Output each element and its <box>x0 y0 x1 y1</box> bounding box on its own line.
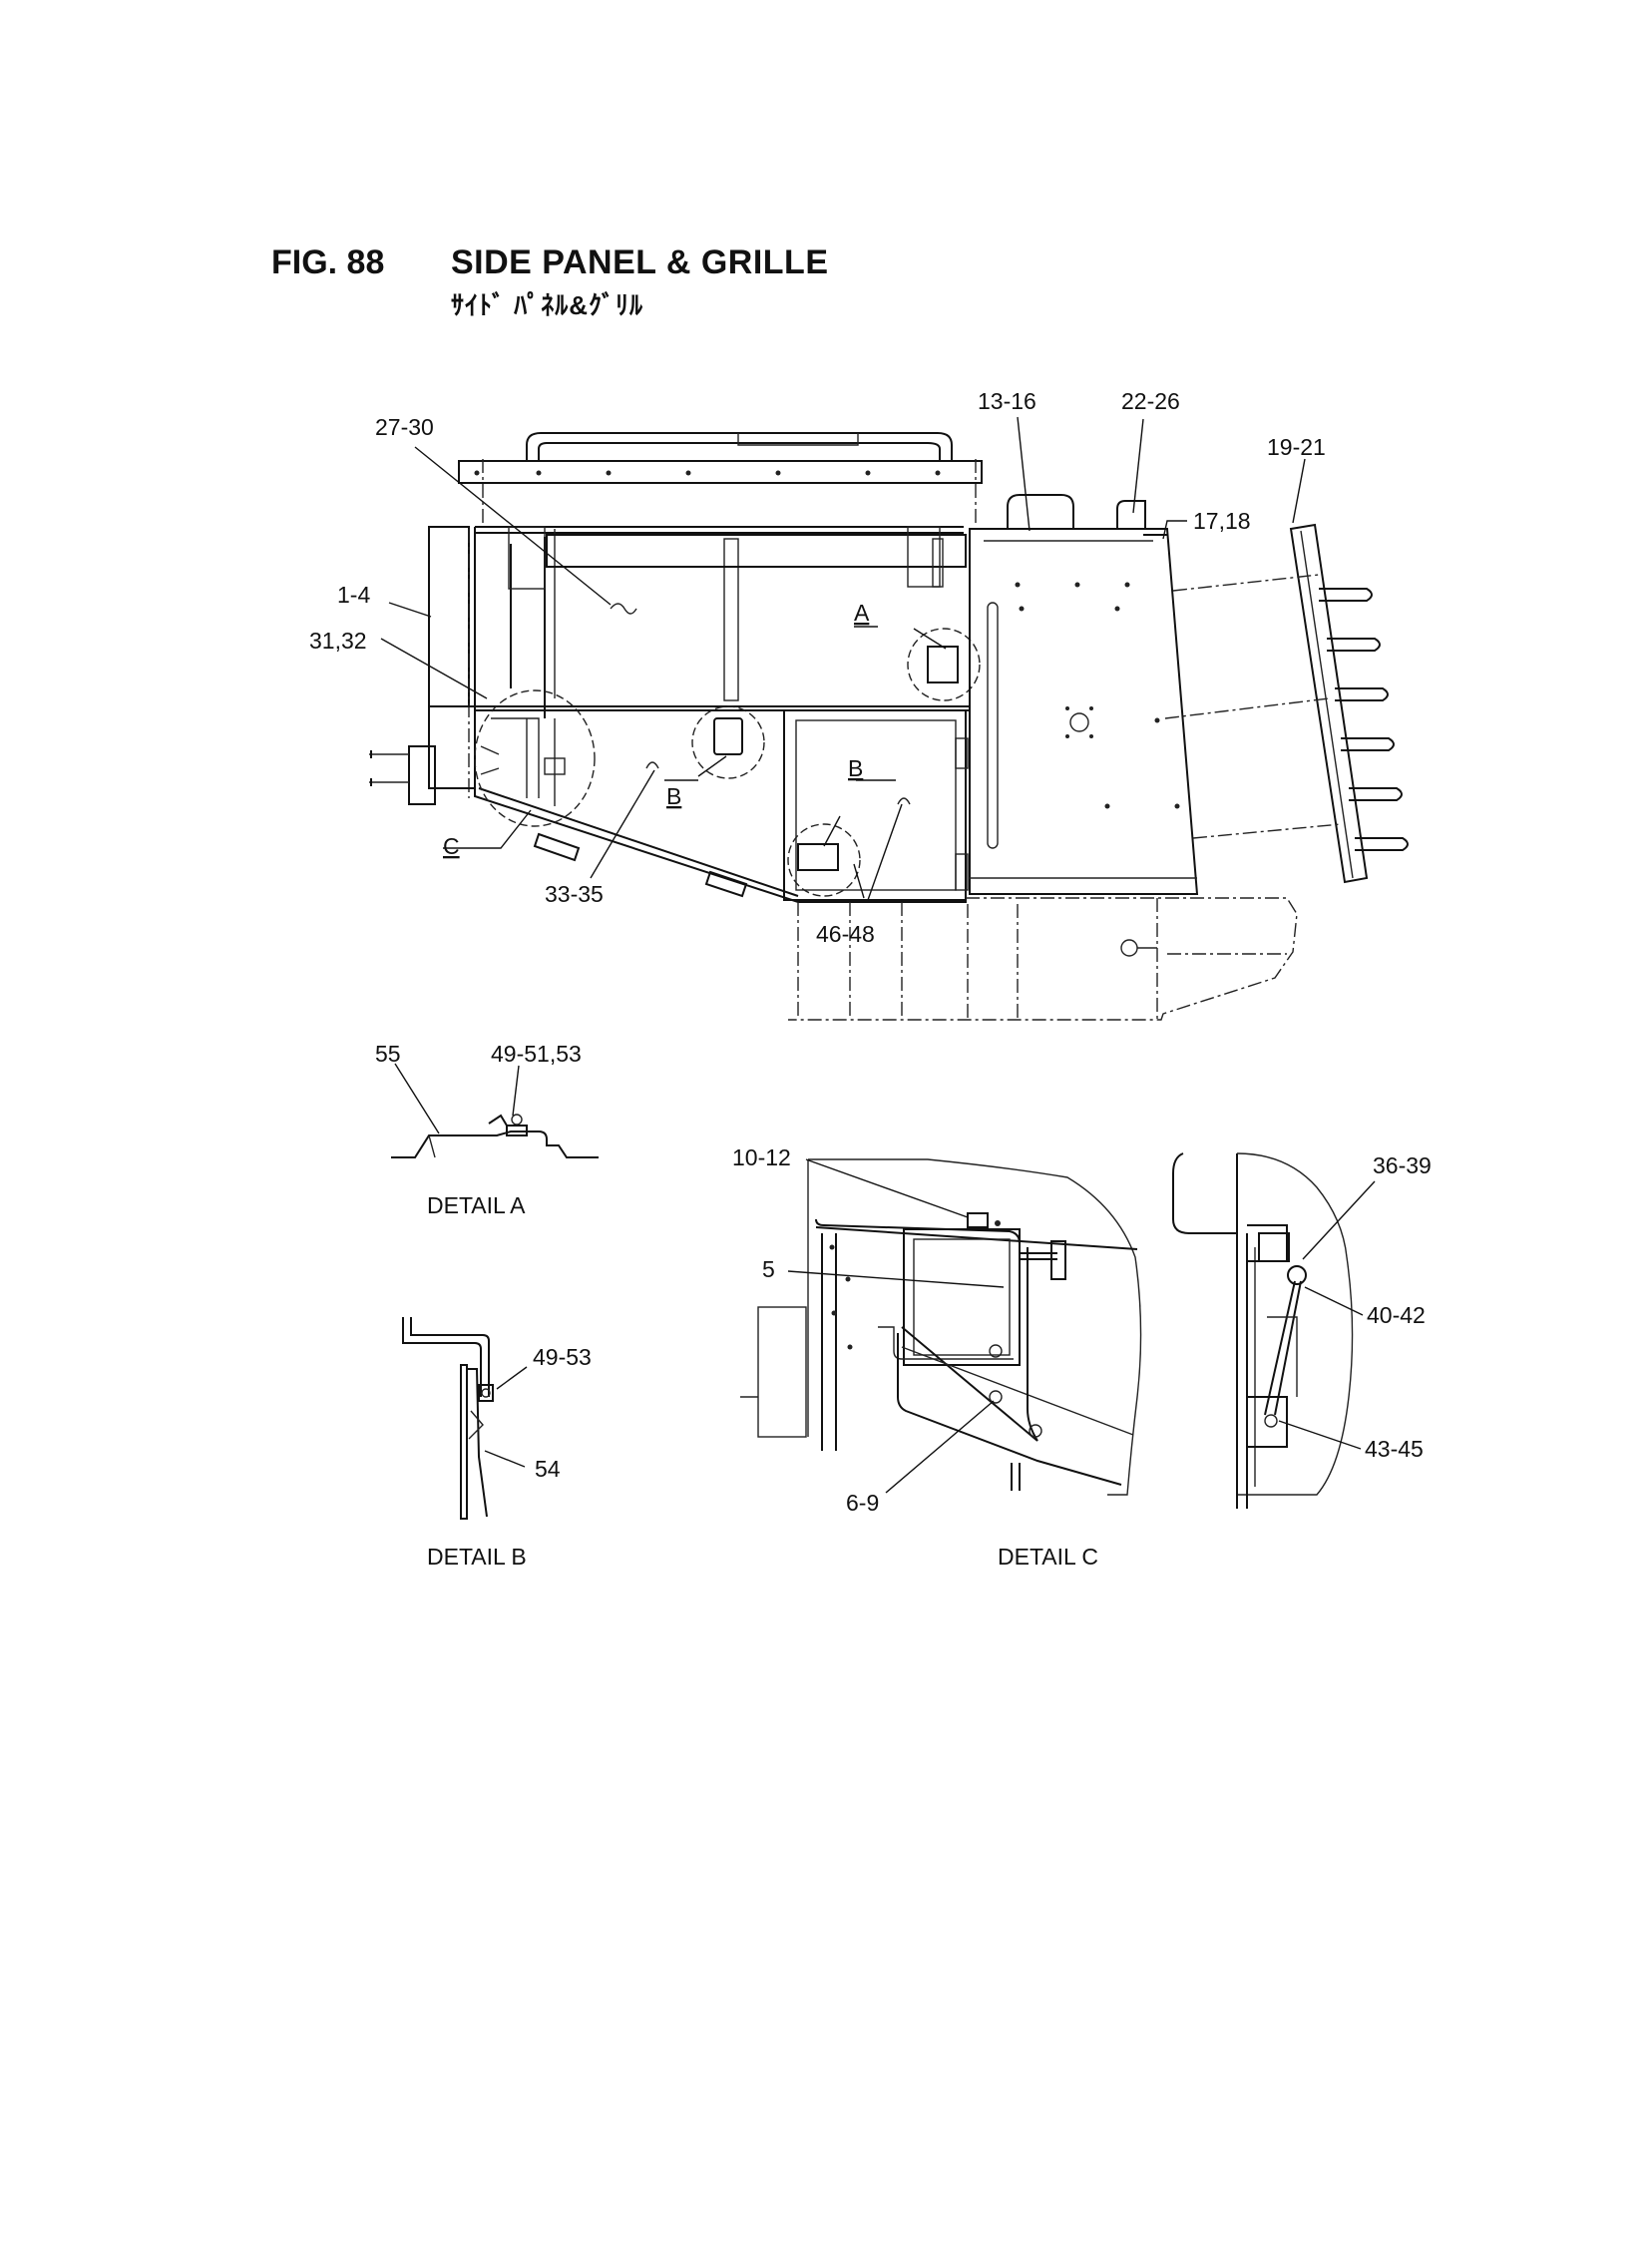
label-46-48: 46-48 <box>816 921 875 947</box>
label-54: 54 <box>535 1456 561 1482</box>
label-33-35: 33-35 <box>545 881 604 907</box>
detail-c-caption: DETAIL C <box>998 1544 1098 1570</box>
label-17-18: 17,18 <box>1193 508 1251 534</box>
label-5: 5 <box>762 1256 775 1282</box>
detail-a-drawing <box>391 1063 599 1158</box>
figure-subtitle: ｻｲﾄﾞ ﾊﾟﾈﾙ&ｸﾞﾘﾙ <box>451 290 644 320</box>
grille <box>1164 523 1409 884</box>
top-handrail <box>526 432 953 461</box>
label-1-4: 1-4 <box>337 582 370 608</box>
detail-b-drawing <box>402 1317 528 1520</box>
label-49-51-53: 49-51,53 <box>491 1041 582 1067</box>
label-6-9: 6-9 <box>846 1490 879 1516</box>
detail-a-circle <box>907 628 981 701</box>
detail-a-caption: DETAIL A <box>427 1192 526 1218</box>
label-40-42: 40-42 <box>1367 1302 1426 1328</box>
top-cover-plate <box>458 460 983 484</box>
figure-number: FIG. 88 <box>271 243 385 281</box>
main-leader-lines <box>380 416 1306 901</box>
callout-b-upper: B <box>666 783 681 809</box>
label-22-26: 22-26 <box>1121 388 1180 414</box>
detail-b-caption: DETAIL B <box>427 1544 527 1570</box>
label-49-53: 49-53 <box>533 1344 592 1370</box>
label-10-12: 10-12 <box>732 1144 791 1170</box>
label-19-21: 19-21 <box>1267 434 1326 460</box>
callout-a: A <box>854 600 870 626</box>
detail-c-front-drawing <box>740 1158 1142 1496</box>
label-36-39: 36-39 <box>1373 1152 1432 1178</box>
label-27-30: 27-30 <box>375 414 434 440</box>
label-13-16: 13-16 <box>978 388 1036 414</box>
callout-b-lower: B <box>848 755 863 781</box>
detail-c-circle <box>474 689 596 827</box>
detail-b-circle-lower <box>787 823 861 897</box>
reference-line <box>482 459 977 527</box>
callout-c: C <box>443 833 460 859</box>
detail-c-side-drawing <box>1172 1152 1376 1509</box>
label-55: 55 <box>375 1041 401 1067</box>
main-assembly-view <box>369 416 1409 1021</box>
detail-b-circle-upper <box>691 705 765 779</box>
label-31-32: 31,32 <box>309 628 367 654</box>
rear-panel <box>969 494 1199 895</box>
label-43-45: 43-45 <box>1365 1436 1424 1462</box>
figure-title: SIDE PANEL & GRILLE <box>451 243 829 281</box>
machine-base-outline <box>788 897 1298 1021</box>
